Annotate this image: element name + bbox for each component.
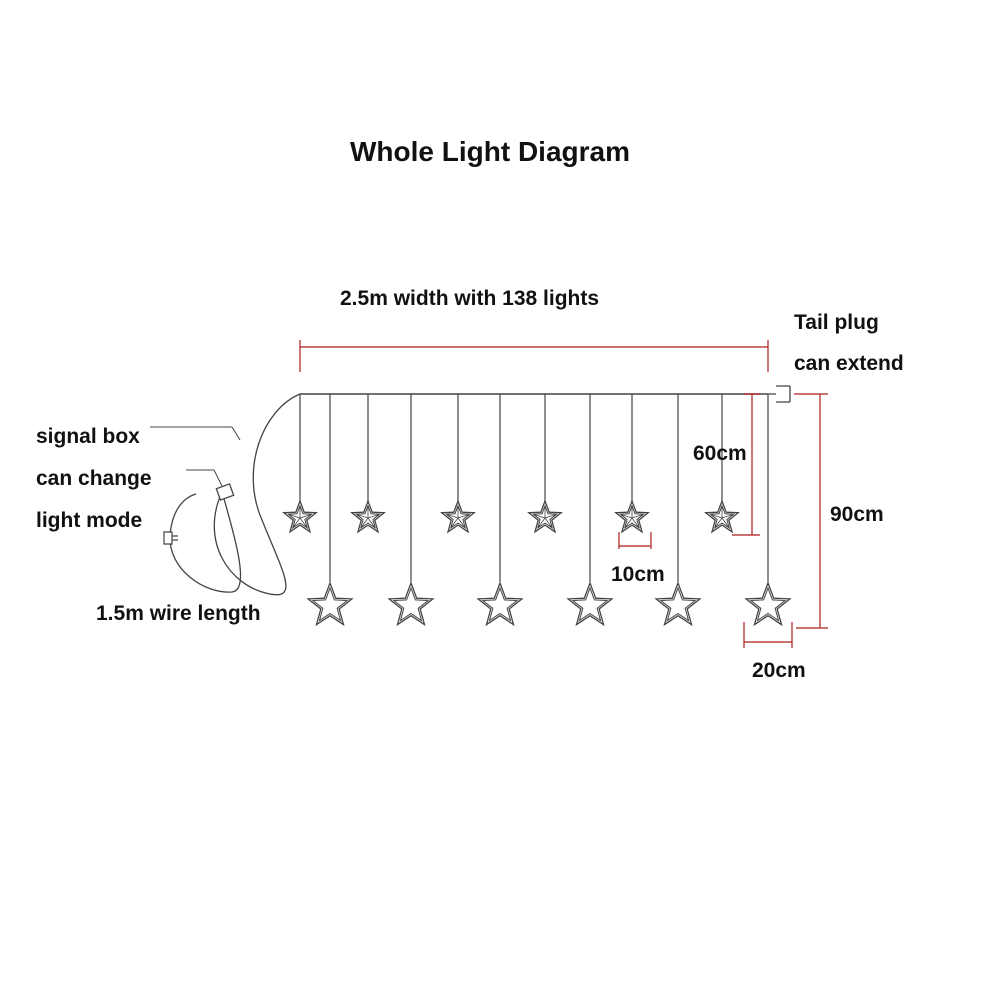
small-star-width-label: 10cm <box>611 563 665 586</box>
large-star-6 <box>744 581 792 627</box>
signal-box-label-line3: light mode <box>36 509 143 532</box>
tail-plug-label-line1: Tail plug <box>794 311 879 334</box>
small-star-2-inner-outline <box>355 504 381 530</box>
small-star-4-ray <box>544 517 553 528</box>
small-star-1-ray <box>288 513 301 519</box>
tail-plug <box>768 385 791 403</box>
small-star-2-ray <box>367 517 376 528</box>
small-star-5-ray <box>620 513 633 519</box>
small-star-3-inner-outline <box>445 504 471 530</box>
large-star-3-inner-outline <box>481 586 519 622</box>
large-star-4-inner-outline <box>571 586 609 622</box>
dimension-group <box>150 340 828 648</box>
large-star-4-outline <box>566 581 614 627</box>
large-star-4 <box>566 581 614 627</box>
large-star-1-outline <box>306 581 354 627</box>
wire-group <box>163 385 791 596</box>
small-star-2-ray <box>360 517 369 528</box>
signal-box-label-line2: can change <box>36 467 152 490</box>
large-star-2-outline <box>387 581 435 627</box>
small-star-1-ray <box>299 517 308 528</box>
power-cord-loop <box>169 491 242 593</box>
small-star-4 <box>527 499 563 534</box>
small-star-3-ray <box>457 513 470 519</box>
large-star-2-inner-outline <box>392 586 430 622</box>
signal-box-leader-bend <box>231 426 241 441</box>
long-drop-label: 90cm <box>830 503 884 526</box>
small-star-5-ray <box>624 517 633 528</box>
small-star-6-ray <box>721 517 730 528</box>
large-star-5-inner-outline <box>659 586 697 622</box>
small-star-6-inner-outline <box>709 504 735 530</box>
small-star-6-ray <box>714 517 723 528</box>
width-label: 2.5m width with 138 lights <box>340 287 600 310</box>
small-star-1-ray <box>292 517 301 528</box>
small-star-2 <box>350 499 386 534</box>
tail-plug-label-line2: can extend <box>794 352 904 375</box>
large-star-width-label: 20cm <box>752 659 806 682</box>
small-star-4-ray <box>533 513 546 519</box>
small-star-6 <box>704 499 740 534</box>
power-plug <box>163 531 178 545</box>
large-star-5 <box>654 581 702 627</box>
small-star-1-ray <box>299 513 312 519</box>
small-star-3-ray <box>450 517 459 528</box>
small-star-5 <box>614 499 650 534</box>
small-star-6-ray <box>721 513 734 519</box>
small-star-4-ray <box>537 517 546 528</box>
signal-box-pointer-bend <box>213 469 223 487</box>
small-star-4-ray <box>544 513 557 519</box>
small-star-4-inner-outline <box>532 504 558 530</box>
signal-box-label-line1: signal box <box>36 425 140 448</box>
small-star-5-inner-outline <box>619 504 645 530</box>
diagram-title: Whole Light Diagram <box>350 136 630 167</box>
small-star-1 <box>282 499 318 534</box>
large-star-1-inner-outline <box>311 586 349 622</box>
power-cord <box>213 393 301 596</box>
small-star-5-ray <box>631 517 640 528</box>
large-star-6-inner-outline <box>749 586 787 622</box>
short-drop-label: 60cm <box>693 442 747 465</box>
wire-length-label: 1.5m wire length <box>96 602 261 625</box>
small-star-3 <box>440 499 476 534</box>
small-star-3-ray <box>457 517 466 528</box>
signal-box <box>215 483 235 501</box>
small-star-6-ray <box>710 513 723 519</box>
large-star-2 <box>387 581 435 627</box>
small-star-1-inner-outline <box>287 504 313 530</box>
star-group <box>282 499 792 627</box>
small-star-2-ray <box>356 513 369 519</box>
large-star-6-outline <box>744 581 792 627</box>
small-star-2-ray <box>367 513 380 519</box>
large-star-1 <box>306 581 354 627</box>
small-star-3-ray <box>446 513 459 519</box>
large-star-3-outline <box>476 581 524 627</box>
large-star-3 <box>476 581 524 627</box>
small-star-5-ray <box>631 513 644 519</box>
large-star-5-outline <box>654 581 702 627</box>
